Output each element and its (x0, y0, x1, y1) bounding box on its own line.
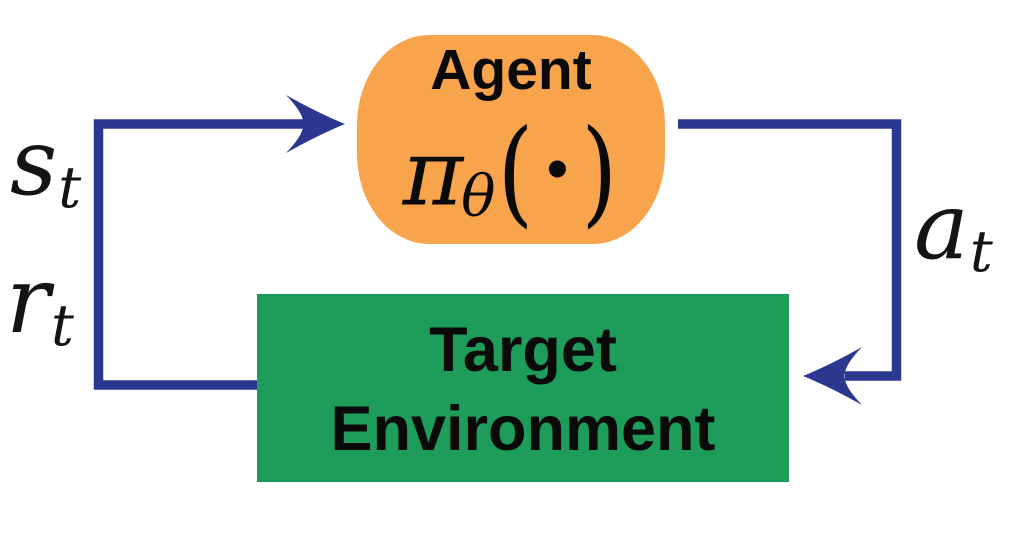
action-label: at (914, 181, 993, 281)
policy-open-paren: ( (497, 105, 534, 239)
action-symbol: a (914, 173, 969, 280)
policy-theta-subscript: θ (461, 164, 496, 231)
policy-close-paren: ) (581, 105, 618, 239)
reward-subscript: t (50, 292, 74, 359)
agent-label: Agent (430, 38, 592, 102)
action-arrowhead-icon (803, 347, 862, 405)
state-subscript: t (58, 154, 82, 221)
reward-label: rt (6, 255, 74, 355)
agent-node: Agent πθ(·) (357, 35, 665, 244)
action-subscript: t (969, 218, 993, 285)
action-arrow-shaft (678, 119, 902, 381)
policy-dot-argument: · (541, 115, 574, 223)
state-label: st (10, 117, 81, 217)
policy-pi-symbol: π (402, 119, 464, 227)
policy-formula: πθ(·) (402, 114, 620, 229)
state-symbol: s (10, 109, 58, 216)
environment-node: Target Environment (257, 294, 789, 482)
reward-symbol: r (6, 247, 50, 354)
state-reward-arrow-shaft (93, 119, 306, 390)
environment-label-line1: Target (429, 315, 617, 385)
state-reward-arrowhead-icon (286, 95, 345, 153)
environment-label-line2: Environment (330, 394, 716, 464)
